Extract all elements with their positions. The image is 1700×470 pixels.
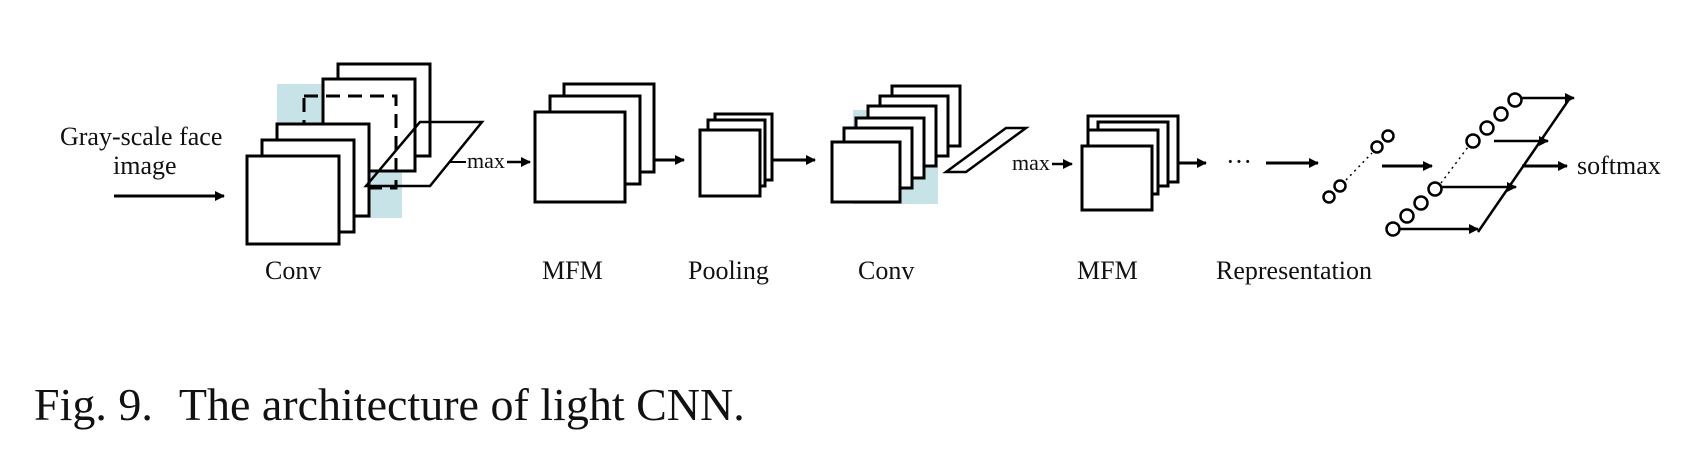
stage-label-mfm-2: MFM	[1077, 256, 1138, 285]
stage-label-representation: Representation	[1216, 256, 1372, 285]
max-plane-2	[942, 126, 1030, 174]
output-label-softmax: softmax	[1577, 151, 1661, 180]
max-plane-1	[363, 120, 485, 188]
conv-block-2: Conv	[830, 84, 1030, 285]
max-label-1: max	[467, 148, 505, 173]
conv-block-1: Conv	[245, 62, 485, 285]
figure-caption: Fig. 9. The architecture of light CNN.	[34, 378, 745, 431]
mfm-block-1: MFM	[533, 82, 656, 285]
stage-label-pooling: Pooling	[688, 256, 769, 285]
stage-label-conv-2: Conv	[858, 256, 914, 285]
max-arrow-1: max	[450, 148, 531, 173]
input-block: Gray-scale face image	[60, 122, 225, 201]
light-cnn-architecture-diagram: Gray-scale face image Conv max MFM Pooli…	[60, 62, 1661, 285]
fc-softmax-layer: softmax	[1385, 92, 1661, 237]
max-label-2: max	[1012, 150, 1050, 175]
ellipsis: ···	[1226, 147, 1252, 176]
max-arrow-2: max	[1012, 150, 1073, 175]
caption-number: Fig. 9.	[34, 379, 153, 430]
stage-label-conv-1: Conv	[265, 256, 321, 285]
stage-label-mfm-1: MFM	[542, 256, 603, 285]
input-label-line1: Gray-scale face	[60, 122, 222, 151]
pooling-block: Pooling	[688, 112, 774, 285]
caption-text: The architecture of light CNN.	[178, 379, 745, 430]
representation-nodes: Representation	[1216, 129, 1395, 285]
input-label-line2: image	[113, 151, 177, 180]
mfm-block-2: MFM	[1077, 114, 1180, 285]
